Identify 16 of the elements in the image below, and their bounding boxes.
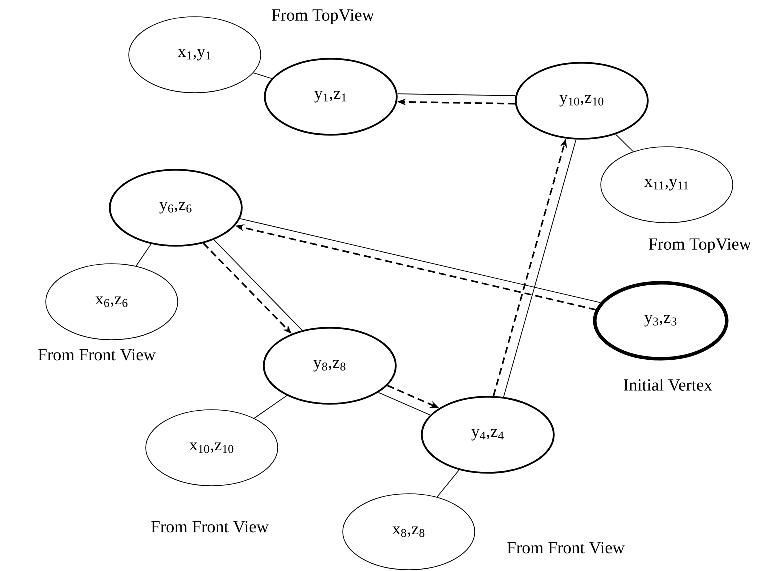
- connector-line: [136, 244, 152, 267]
- connector-line: [214, 240, 303, 331]
- connector-line: [616, 134, 634, 152]
- view-label: From TopView: [272, 10, 374, 24]
- view-label: From Front View: [38, 349, 156, 361]
- connector-line: [503, 139, 577, 398]
- view-label: From Front View: [508, 542, 625, 554]
- view-label: Initial Vertex: [624, 378, 712, 392]
- connector-line: [253, 72, 272, 80]
- connector-line: [240, 218, 602, 304]
- connector-line: [436, 470, 460, 498]
- connector-line: [397, 94, 516, 96]
- connector-line: [254, 395, 288, 419]
- connector-line: [378, 392, 431, 416]
- view-label: From TopView: [648, 238, 752, 254]
- view-label: From Front View: [152, 521, 269, 533]
